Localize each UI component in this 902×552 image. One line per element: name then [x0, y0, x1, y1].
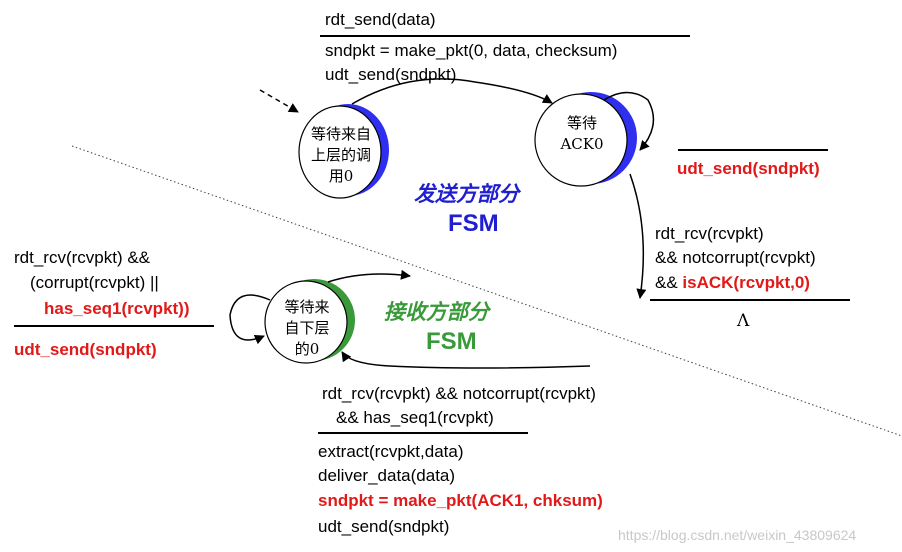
arrow-send-transition	[351, 78, 553, 105]
sender-title-cn: 发送方部分	[414, 181, 519, 206]
rcv-action-3: sndpkt = make_pkt(ACK1, chksum)	[318, 491, 603, 510]
ack-trans-line-2: && notcorrupt(rcvpkt)	[655, 248, 816, 267]
watermark: https://blog.csdn.net/weixin_43809624	[618, 527, 857, 543]
arrow-ack0-down	[629, 173, 647, 299]
state-label-line: 等待	[566, 114, 597, 132]
receiver-title-cn: 接收方部分	[384, 299, 489, 324]
state-label-line: 等待来自	[310, 125, 371, 143]
rcv-loop-action: udt_send(sndpkt)	[14, 340, 157, 359]
separator-line	[71, 145, 902, 437]
arrow-ack0-self-loop	[603, 91, 655, 151]
rcv-action-1: extract(rcvpkt,data)	[318, 442, 464, 461]
rcv-loop-line-1: rdt_rcv(rcvpkt) &&	[14, 248, 151, 267]
state-wait-call-0	[298, 104, 389, 199]
rcv-action-4: udt_send(sndpkt)	[318, 517, 450, 536]
arrow-receiver-self-loop	[229, 294, 271, 345]
sender-title-en: FSM	[448, 210, 499, 237]
rcv-trans-line-2: && has_seq1(rcvpkt)	[336, 408, 494, 427]
state-receiver-label: 等待来 自下层 的0	[265, 297, 349, 360]
rcv-loop-line-2: (corrupt(rcvpkt) ||	[30, 273, 159, 292]
ack0-loop-action: udt_send(sndpkt)	[677, 159, 820, 178]
rcv-action-2: deliver_data(data)	[318, 466, 456, 485]
state-wait-ack-0	[534, 92, 637, 187]
ack-trans-prefix: &&	[655, 273, 683, 292]
send-action-2: udt_send(sndpkt)	[325, 65, 457, 84]
state-label-line: 自下层	[284, 319, 330, 337]
send-action-1: sndpkt = make_pkt(0, data, checksum)	[325, 41, 618, 60]
state-label-line: 的0	[294, 340, 320, 358]
state-label-line: 等待来	[284, 298, 330, 316]
state-wait-call-label: 等待来自 上层的调 用0	[299, 124, 383, 187]
state-label-line: 用0	[328, 167, 354, 185]
arrow-receiver-upper	[327, 269, 411, 283]
ack-trans-red: isACK(rcvpkt,0)	[682, 273, 810, 292]
ack-trans-action: Λ	[737, 311, 750, 331]
state-wait-ack-label: 等待 ACK0	[540, 113, 624, 155]
state-label-line: 上层的调	[310, 146, 371, 164]
ack-trans-line-3: && isACK(rcvpkt,0)	[655, 273, 810, 293]
rcv-loop-line-3: has_seq1(rcvpkt))	[44, 299, 190, 318]
state-receiver-wait-0	[264, 279, 355, 364]
rcv-trans-line-1: rdt_rcv(rcvpkt) && notcorrupt(rcvpkt)	[322, 384, 596, 403]
send-event: rdt_send(data)	[325, 10, 436, 29]
ack-trans-line-1: rdt_rcv(rcvpkt)	[655, 224, 764, 243]
initial-arrow	[259, 89, 299, 113]
state-label-line: ACK0	[560, 135, 604, 153]
arrow-receiver-receive	[341, 351, 591, 369]
receiver-title-en: FSM	[426, 328, 477, 355]
